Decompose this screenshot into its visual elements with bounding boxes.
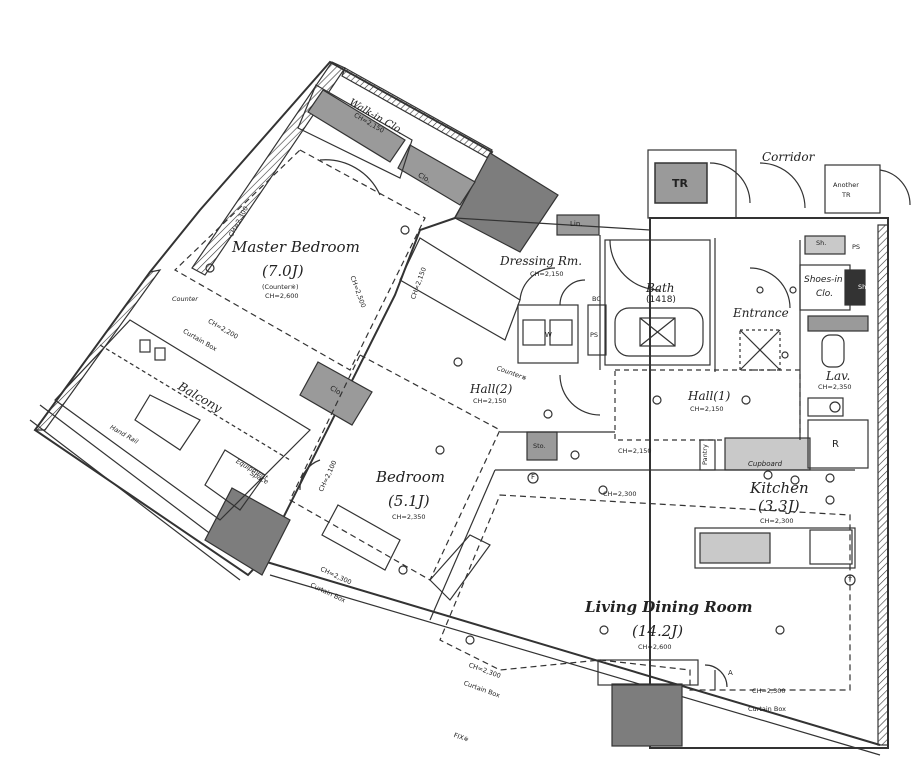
label-sh: Sh.	[816, 239, 827, 247]
label-counter-left: Counter	[172, 295, 198, 303]
label-another: Another	[833, 181, 859, 189]
label-shoes-clo: Clo.	[816, 289, 834, 299]
label-dressing: Dressing Rm.	[500, 254, 583, 268]
label-ldr-ch-right: CH=2,300	[752, 687, 786, 695]
label-lav-ch: CH=2,350	[818, 383, 852, 391]
label-hall2-ch: CH=2,150	[473, 397, 507, 405]
label-f-mark: F	[531, 473, 536, 481]
shaft-balcony	[204, 487, 291, 576]
label-curtain-box-bottom: Curtain Box	[748, 705, 786, 713]
sto-closet	[526, 431, 558, 461]
label-hall1: Hall(1)	[688, 389, 731, 403]
label-bc: BC	[592, 295, 601, 303]
label-master-bedroom: Master Bedroom	[232, 238, 360, 256]
label-ldr: Living Dining Room	[585, 598, 753, 616]
shaft-top	[454, 152, 559, 253]
label-master-counter: (Counter※)	[262, 283, 299, 291]
label-another-tr: TR	[842, 191, 851, 199]
label-r: R	[832, 439, 839, 450]
cupboard	[724, 437, 811, 471]
label-hall1-ch: CH=2,150	[690, 405, 724, 413]
balcony-area	[54, 319, 311, 521]
label-bedroom-size: (5.1J)	[388, 492, 430, 510]
bathtub	[614, 307, 704, 357]
label-sto: Sto.	[533, 442, 546, 450]
outer-wall-hatch	[191, 61, 346, 276]
label-bedroom: Bedroom	[376, 468, 445, 486]
label-ps-bath: PS	[590, 331, 599, 339]
label-ldr-ch-top: CH=2,300	[603, 490, 637, 498]
label-master-ch: CH=2,600	[265, 292, 299, 300]
label-lin: Lin.	[570, 220, 583, 228]
label-tr: TR	[672, 177, 688, 190]
label-w: W	[545, 331, 552, 339]
label-master-size: (7.0J)	[262, 262, 304, 280]
label-a-mark: A	[728, 669, 733, 677]
label-dressing-ch: CH=2,150	[530, 270, 564, 278]
ldr-area	[439, 494, 851, 691]
label-ldr-size: (14.2J)	[632, 622, 684, 640]
tr-room	[654, 162, 708, 204]
label-sh-side: Sh	[858, 283, 867, 291]
label-bath-size: (1418)	[646, 295, 676, 305]
label-lav: Lav.	[826, 369, 851, 383]
label-pantry: Pantry	[701, 444, 709, 465]
label-cupboard: Cupboard	[748, 460, 783, 468]
master-bedroom-area	[174, 149, 426, 371]
label-ldr-ch: CH=2,600	[638, 643, 672, 651]
label-kitchen-ch: CH=2,300	[760, 517, 794, 525]
label-bedroom-ch: CH=2,350	[392, 513, 426, 521]
label-entrance: Entrance	[733, 306, 789, 320]
label-ps-right: PS	[852, 243, 861, 251]
shaft-ldr	[611, 683, 683, 747]
label-bath: Bath	[646, 281, 675, 295]
label-ch-hall: CH=2,150	[618, 447, 652, 455]
label-t-mark: T	[848, 576, 852, 584]
label-corridor: Corridor	[762, 150, 815, 164]
label-kitchen: Kitchen	[750, 479, 809, 497]
label-shoes-in: Shoes-in	[804, 275, 843, 285]
kitchen-counter	[694, 527, 856, 569]
label-kitchen-size: (3.3J)	[758, 497, 800, 515]
label-hall2: Hall(2)	[470, 382, 513, 396]
bath-room	[604, 239, 711, 366]
